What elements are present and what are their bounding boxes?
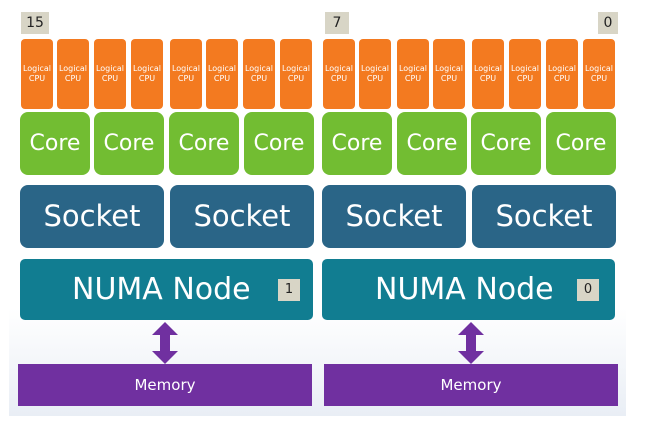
core-box: Core [322,112,392,175]
memory-box: Memory [18,364,312,406]
cpu-index-badge-start: 15 [21,12,49,34]
core-box: Core [397,112,467,175]
numa-node-box: NUMA Node 0 [322,259,615,320]
numa-node-id-badge: 1 [278,279,300,301]
numa-node-label: NUMA Node [375,272,554,307]
core-box: Core [244,112,314,175]
double-arrow-icon [152,322,178,364]
core-box: Core [546,112,616,175]
socket-box: Socket [472,185,616,248]
socket-box: Socket [322,185,466,248]
cpu-index-badge-start: 7 [325,12,349,34]
numa-node-label: NUMA Node [72,272,251,307]
core-box: Core [471,112,541,175]
numa-node-box: NUMA Node 1 [20,259,313,320]
numa-node-id-badge: 0 [577,279,599,301]
core-box: Core [94,112,164,175]
core-box: Core [169,112,239,175]
double-arrow-icon [458,322,484,364]
core-box: Core [20,112,90,175]
socket-box: Socket [170,185,314,248]
cpu-index-badge-end: 0 [598,12,618,34]
memory-box: Memory [324,364,618,406]
socket-box: Socket [20,185,164,248]
